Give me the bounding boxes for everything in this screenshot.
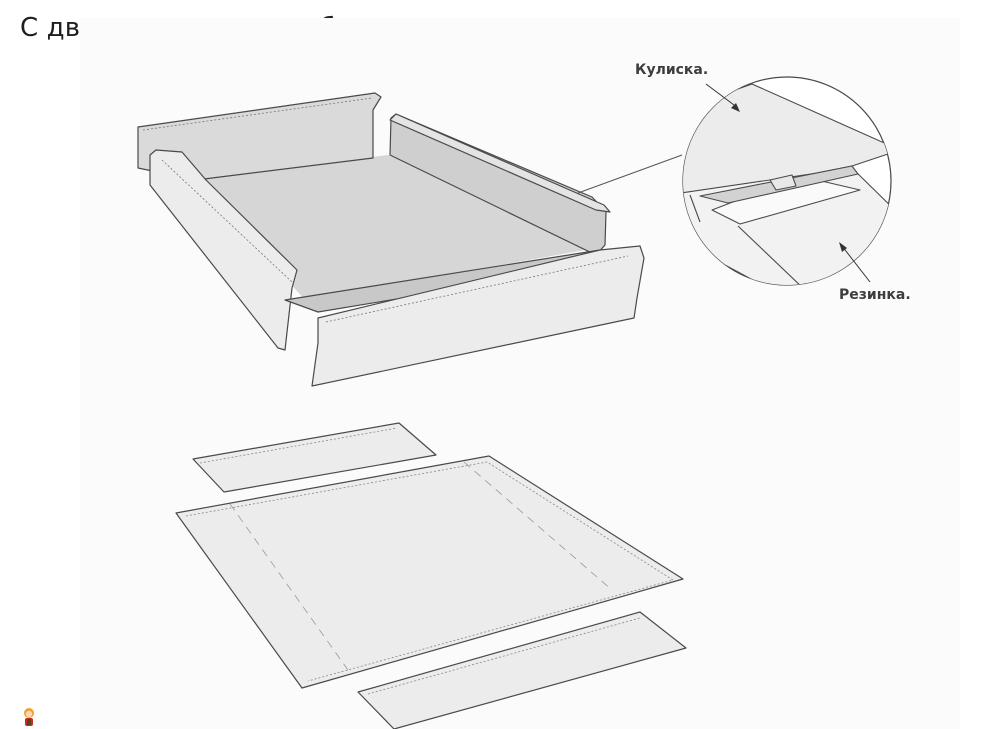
right-wall-top [389, 113, 611, 213]
zoom-detail [682, 76, 892, 286]
drawstring-arrow [705, 83, 739, 109]
side-strip-top [192, 422, 437, 493]
cover-inner-floor [196, 155, 602, 300]
zoom-leader-line [577, 154, 683, 194]
elastic-label: Резинка. [839, 287, 911, 303]
elastic-arrow [841, 245, 871, 283]
side-strip-bottom [357, 611, 687, 729]
back-side-wall [137, 92, 382, 181]
character-logo-icon [24, 708, 34, 726]
front-side-flap [311, 245, 645, 387]
flat-pattern [175, 422, 687, 729]
assembled-cover [137, 92, 645, 387]
left-side-flap [149, 149, 298, 351]
main-panel [175, 455, 684, 689]
drawstring-label: Кулиска. [635, 62, 709, 78]
